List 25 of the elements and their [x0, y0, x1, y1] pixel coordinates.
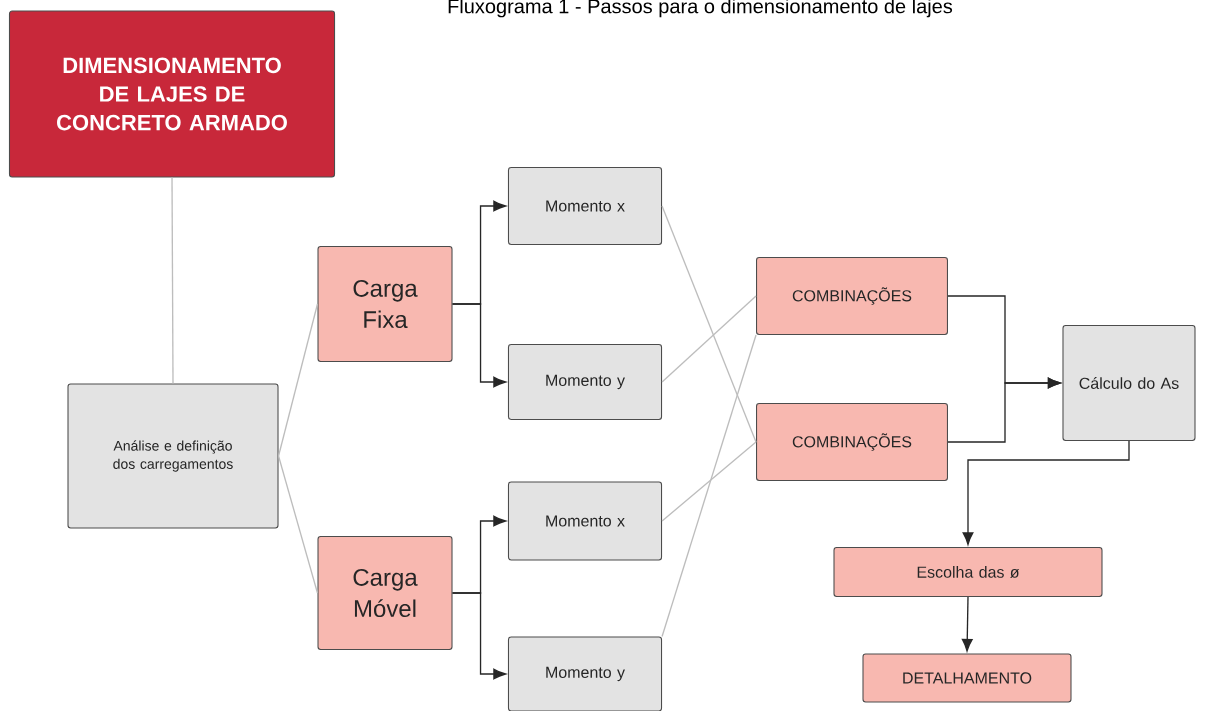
calculation-box: Cálculo do As: [1062, 325, 1196, 441]
process-box: Análise e definição dos carregamentos: [67, 383, 279, 529]
title-box: DIMENSIONAMENTO DE LAJES DE CONCRETO ARMADO: [8, 10, 336, 178]
detailing-box: DETALHAMENTO: [862, 653, 1072, 703]
choice-box: Escolha das ø: [833, 546, 1103, 598]
connector: [451, 592, 507, 680]
connector: [961, 596, 973, 652]
moment-box: Momento y: [507, 344, 663, 420]
moment-box: Momento y: [507, 636, 663, 711]
connector: [661, 334, 757, 638]
connector: [947, 377, 1061, 443]
combination-box: COMBINAÇÕES: [756, 402, 948, 482]
moment-box: Momento x: [507, 481, 663, 561]
moment-box: Momento x: [507, 166, 663, 246]
connector: [661, 441, 757, 522]
load-box: Carga Móvel: [317, 535, 453, 651]
connector: [451, 303, 507, 388]
load-box: Carga Fixa: [317, 246, 453, 362]
connector: [171, 176, 174, 385]
connector: [962, 440, 1130, 546]
connector: [661, 205, 757, 443]
connector: [661, 295, 757, 383]
combination-box: COMBINAÇÕES: [756, 256, 948, 336]
connector: [277, 303, 319, 457]
connector: [277, 455, 319, 594]
